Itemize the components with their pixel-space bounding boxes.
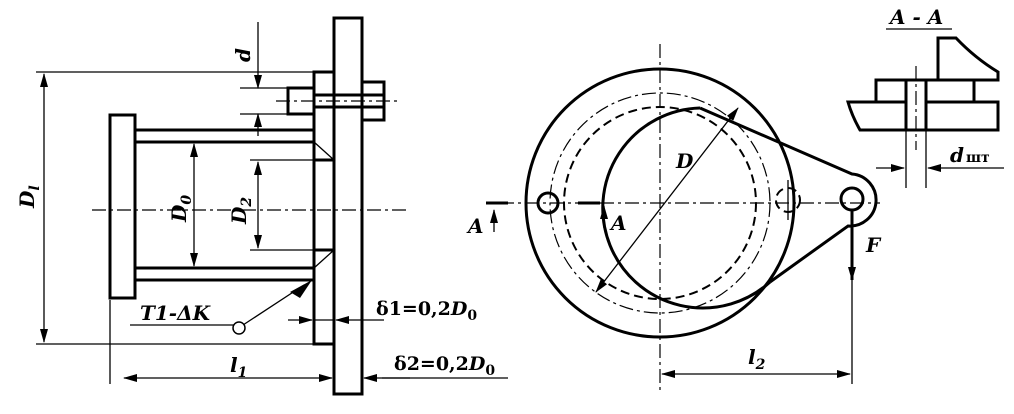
weld-bottom bbox=[313, 249, 336, 270]
lever-arm bbox=[699, 106, 878, 284]
weld-top bbox=[313, 140, 336, 161]
label-D2: D2 bbox=[227, 197, 255, 225]
section-lower-plate bbox=[846, 100, 908, 132]
label-l2: l2 bbox=[748, 345, 766, 373]
tube-wall-top bbox=[133, 128, 316, 144]
label-d: d bbox=[231, 48, 255, 62]
hole-left bbox=[536, 191, 560, 215]
wall-plate bbox=[332, 16, 364, 396]
weld-mark-circle bbox=[232, 321, 246, 335]
wall-flange bbox=[312, 70, 336, 346]
hole-arm bbox=[839, 186, 865, 212]
label-D0: D0 bbox=[167, 195, 195, 223]
label-delta1: δ1=0,2D0 bbox=[376, 298, 477, 324]
right-top-view: D A A F l2 bbox=[466, 44, 882, 390]
outer-flange bbox=[108, 113, 137, 300]
label-delta2: δ2=0,2D0 bbox=[394, 353, 495, 379]
label-A-left: A bbox=[466, 214, 484, 238]
label-F: F bbox=[865, 233, 882, 257]
tube-wall-bottom bbox=[133, 266, 316, 282]
label-Dl: Dl bbox=[15, 185, 43, 209]
left-section-view: Dl d D0 D2 T1-ΔK δ1=0,2D0 bbox=[15, 16, 508, 396]
label-l1: l1 bbox=[230, 353, 247, 381]
label-A-inner: A bbox=[609, 211, 627, 235]
section-title: A - A bbox=[888, 5, 943, 29]
section-upper-flange bbox=[874, 78, 908, 104]
section-upper-flange-r bbox=[924, 78, 976, 104]
label-T1-dK: T1-ΔK bbox=[140, 301, 212, 325]
label-D: D bbox=[675, 149, 694, 173]
section-lower-plate-r bbox=[924, 100, 1000, 132]
inner-opening bbox=[601, 106, 772, 310]
dim-D bbox=[595, 107, 739, 293]
section-wall bbox=[936, 36, 1000, 82]
bolt-shank bbox=[312, 93, 386, 109]
